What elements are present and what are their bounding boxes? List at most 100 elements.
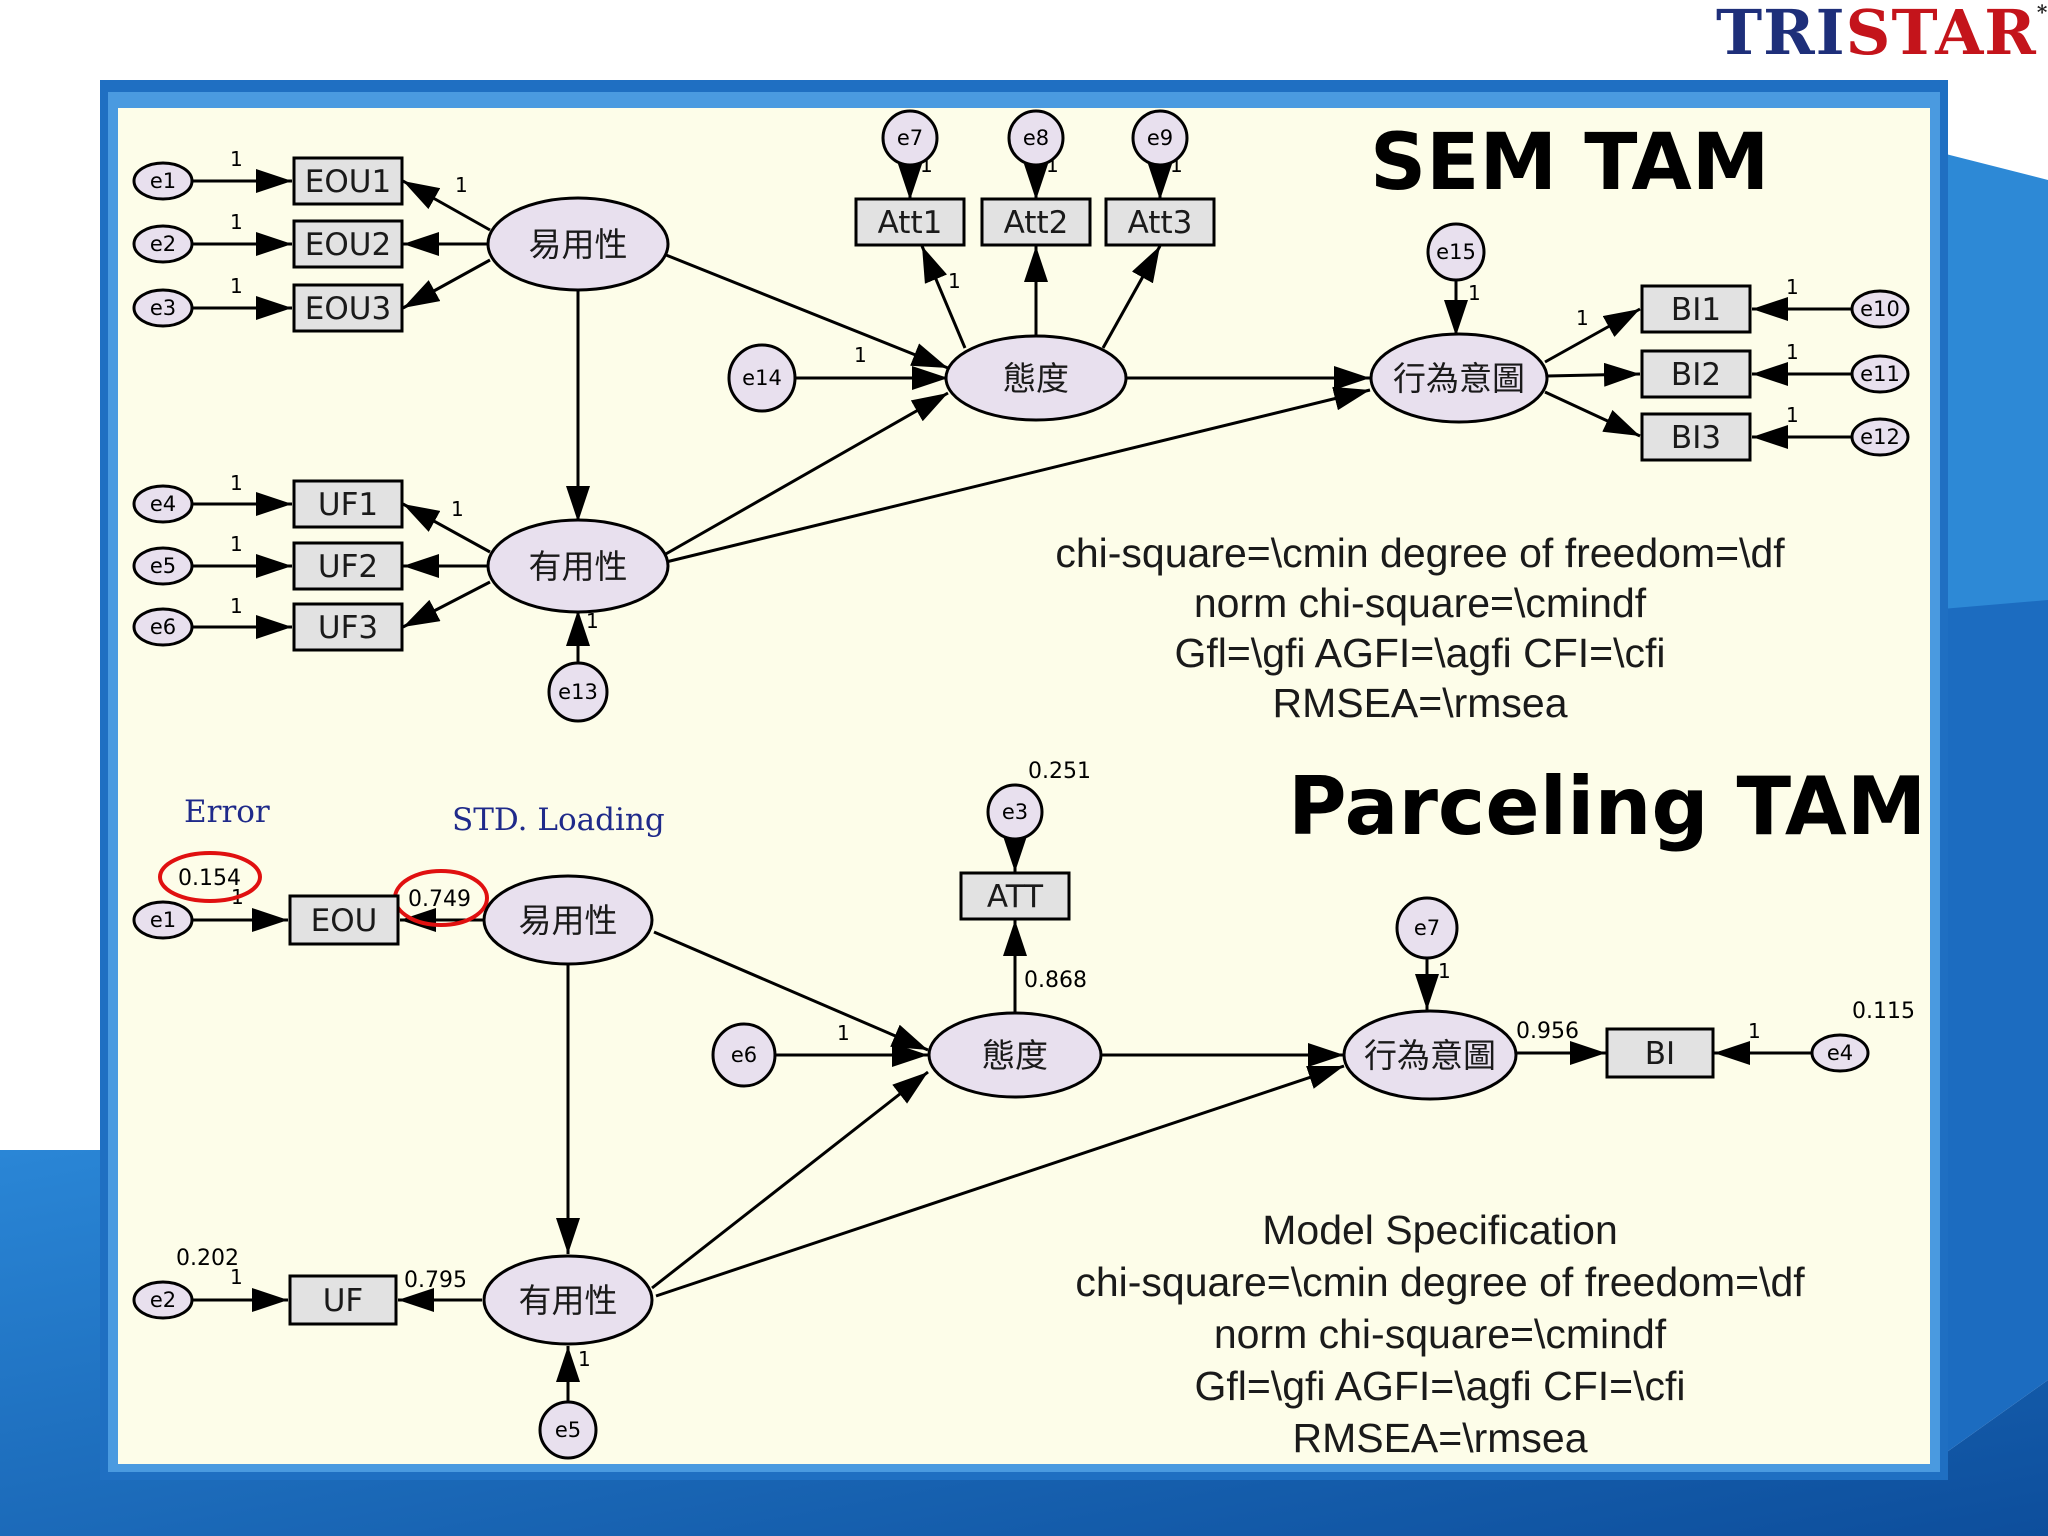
- fixed-label: 1: [230, 210, 243, 234]
- error-e6: e6: [150, 615, 176, 639]
- error-e15: e15: [1436, 240, 1476, 264]
- error-e9: e9: [1147, 126, 1173, 150]
- error-e11: e11: [1860, 362, 1900, 386]
- error-e12: e12: [1860, 425, 1900, 449]
- path-att-att1: [920, 245, 967, 349]
- bottom-errors: e1 e2 e3 e4 e5 e6 e7: [132, 783, 1870, 1460]
- bottom-fixed-labels: 1 1 1 1 1 1: [230, 885, 1761, 1371]
- top-title: SEM TAM: [1370, 118, 1770, 208]
- fixed-label: 1: [586, 609, 599, 633]
- fit-line: norm chi-square=\cmindf: [1193, 580, 1647, 626]
- error-e2: e2: [150, 232, 176, 256]
- error-node-e5: [132, 546, 194, 586]
- bottom-title: Parceling TAM: [1288, 760, 1927, 853]
- item-box-uf: [288, 1274, 398, 1326]
- item-box-bi3: [1640, 412, 1752, 462]
- error-e3: e3: [1002, 800, 1028, 824]
- item-att2: Att2: [1004, 205, 1069, 241]
- eou-error-value: 0.154: [178, 866, 241, 891]
- fit-line: norm chi-square=\cmindf: [1213, 1311, 1667, 1357]
- fit-line: Gfl=\gfi AGFI=\agfi CFI=\cfi: [1194, 1363, 1686, 1409]
- fit-line: Model Specification: [1262, 1207, 1618, 1253]
- bi-error-value: 0.115: [1852, 999, 1915, 1024]
- error-node-e6: [711, 1022, 777, 1088]
- fixed-label: 1: [230, 1265, 243, 1289]
- item-box-att1: [854, 197, 966, 247]
- error-e8: e8: [1023, 126, 1049, 150]
- latent-node-att: [927, 1011, 1103, 1099]
- latent-node-uf: [482, 1254, 654, 1346]
- fixed-label: 1: [230, 274, 243, 298]
- bottom-observed: EOU UF ATT BI: [288, 871, 1715, 1326]
- fixed-label: 1: [578, 1347, 591, 1371]
- error-node-e15: [1426, 222, 1486, 282]
- path-uf-bi-b: [655, 1064, 1345, 1298]
- fit-line: RMSEA=\rmsea: [1292, 1415, 1588, 1461]
- latent-node-bi: [1342, 1009, 1518, 1101]
- error-node-e13: [547, 661, 609, 723]
- item-att3: Att3: [1128, 205, 1193, 241]
- item-bi2: BI2: [1671, 357, 1721, 393]
- bottom-latents: 易用性 有用性 態度 行為意圖: [482, 874, 1518, 1346]
- item-bi3: BI3: [1671, 420, 1721, 456]
- fixed-label: 1: [230, 147, 243, 171]
- latent-eou: 易用性: [529, 225, 628, 264]
- latent-node-eou: [482, 874, 654, 966]
- item-uf2: UF2: [318, 549, 378, 585]
- item-eou2: EOU2: [305, 227, 391, 263]
- item-box-uf2: [292, 541, 404, 591]
- item-box-eou: [288, 894, 400, 946]
- path-bi-bi3: [1544, 390, 1641, 438]
- top-model-paths: [192, 156, 1852, 668]
- error-e13: e13: [558, 680, 598, 704]
- item-box-att2: [980, 197, 1092, 247]
- error-node-e7: [881, 109, 939, 167]
- item-eou: EOU: [311, 903, 378, 939]
- error-node-e10: [1850, 289, 1910, 329]
- item-box-uf1: [292, 479, 404, 529]
- latent-uf: 有用性: [529, 547, 628, 586]
- fixed-label: 1: [1786, 403, 1799, 427]
- error-e7: e7: [1414, 916, 1440, 940]
- eou-loading-value: 0.749: [408, 887, 471, 912]
- error-node-e2: [132, 1280, 194, 1320]
- error-node-e1: [132, 161, 194, 201]
- latent-att: 態度: [1003, 359, 1069, 398]
- top-errors: e1 e2 e3 e4 e5 e6 e7 e8 e9 e10 e11 e12 e…: [132, 109, 1910, 723]
- path-att-att3: [1101, 245, 1162, 349]
- item-box-eou2: [292, 219, 404, 269]
- item-att: ATT: [987, 879, 1044, 915]
- error-e4: e4: [1827, 1041, 1853, 1065]
- fixed-label: 1: [1786, 340, 1799, 364]
- item-box-bi1: [1640, 284, 1752, 334]
- path-eou-att: [665, 253, 949, 370]
- item-box-eou1: [292, 156, 404, 206]
- fixed-label: 1: [230, 594, 243, 618]
- fixed-label: 1: [854, 343, 867, 367]
- fit-line: chi-square=\cmin degree of freedom=\df: [1055, 530, 1785, 576]
- fixed-label: 1: [1786, 275, 1799, 299]
- latent-node-eou: [486, 196, 670, 292]
- error-node-e4: [1810, 1033, 1870, 1073]
- item-uf3: UF3: [318, 610, 378, 646]
- latent-node-bi: [1369, 332, 1549, 424]
- path-bi-bi2: [1546, 362, 1641, 387]
- item-box-bi2: [1640, 349, 1752, 399]
- item-uf: UF: [323, 1283, 364, 1319]
- latent-node-att: [944, 334, 1128, 422]
- item-box-att: [959, 871, 1071, 921]
- item-bi1: BI1: [1671, 292, 1721, 328]
- bottom-fit-stats: Model Specification chi-square=\cmin deg…: [990, 1204, 1890, 1464]
- path-eou-att-b: [653, 930, 929, 1052]
- error-e4: e4: [150, 492, 176, 516]
- path-uf-uf1: [402, 502, 491, 554]
- item-eou3: EOU3: [305, 291, 391, 327]
- error-e1: e1: [150, 169, 176, 193]
- error-node-e4: [132, 484, 194, 524]
- fixed-label: 1: [1438, 959, 1451, 983]
- error-node-e3: [986, 783, 1044, 841]
- path-uf-uf3: [402, 580, 491, 629]
- att-error-value: 0.251: [1028, 759, 1091, 784]
- top-latents: 易用性 有用性 態度 行為意圖: [486, 196, 1549, 614]
